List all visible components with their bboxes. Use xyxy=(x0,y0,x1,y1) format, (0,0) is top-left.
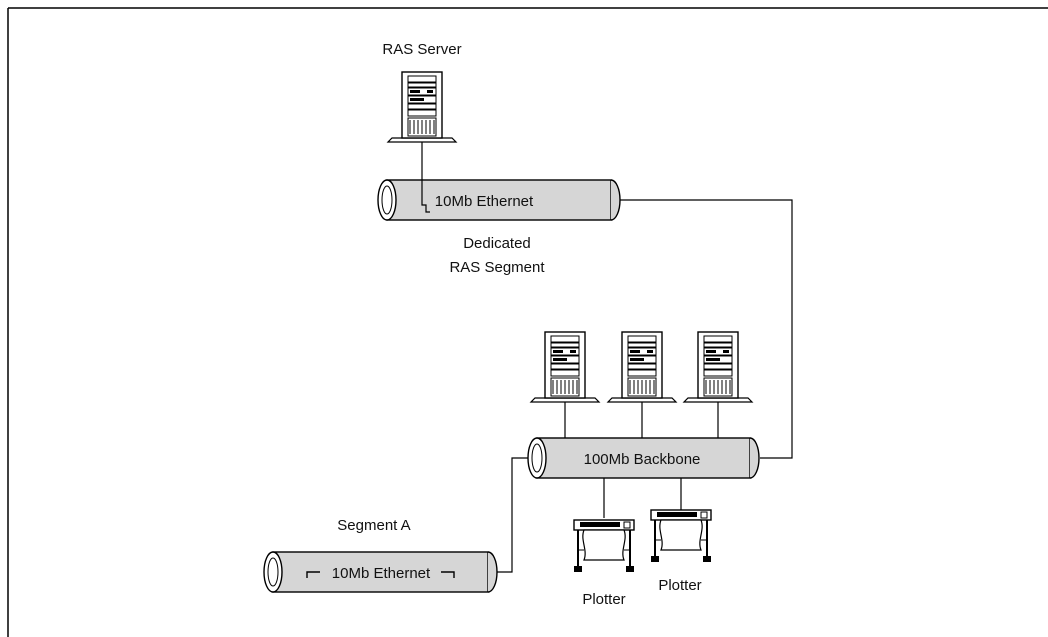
ras-server-label: RAS Server xyxy=(382,41,461,58)
plotter-1-icon xyxy=(574,520,634,572)
segment-a-label: Segment A xyxy=(337,517,410,534)
ras-segment-caption-line1: Dedicated xyxy=(463,235,531,252)
backbone-server-2-icon xyxy=(608,332,676,402)
segment-a-pipe-label: 10Mb Ethernet xyxy=(332,565,431,582)
backbone-label: 100Mb Backbone xyxy=(584,451,701,468)
segment-a-pipe: 10Mb Ethernet xyxy=(264,552,497,592)
backbone-pipe: 100Mb Backbone xyxy=(528,438,759,478)
backbone-server-1-icon xyxy=(531,332,599,402)
plotter-2-icon xyxy=(651,510,711,562)
ras-segment-caption-line2: RAS Segment xyxy=(449,259,545,276)
segment-a-to-backbone-link xyxy=(497,458,528,572)
plotter-1-label: Plotter xyxy=(582,591,625,608)
ras-to-backbone-link xyxy=(620,200,792,458)
ras-server-icon xyxy=(388,72,456,142)
ras-segment-pipe-label: 10Mb Ethernet xyxy=(435,193,534,210)
ras-segment-pipe: 10Mb Ethernet xyxy=(378,180,620,220)
plotter-2-label: Plotter xyxy=(658,577,701,594)
backbone-server-3-icon xyxy=(684,332,752,402)
